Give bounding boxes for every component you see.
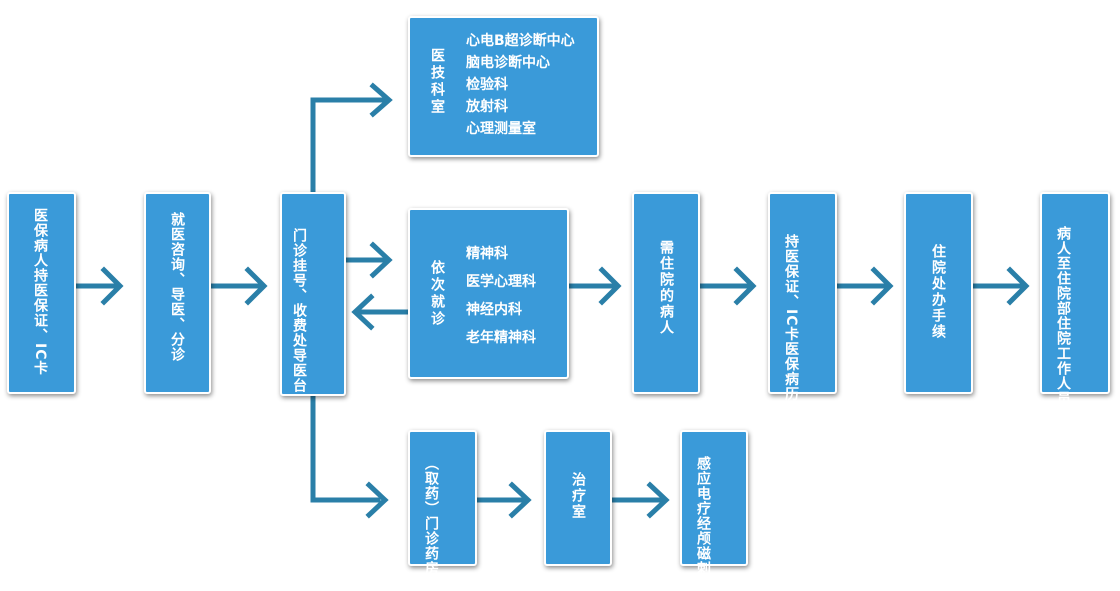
node-treatment-room: 治疗室: [544, 430, 612, 566]
medical-tech-item: 放射科: [466, 99, 508, 115]
arrowhead-pharmacy-to-treat: [508, 481, 532, 519]
arrowhead-n1-to-n2: [100, 266, 124, 306]
arrowhead-visit-to-n3: [351, 293, 375, 331]
node-outpatient-pharmacy: （取药）门诊药房: [408, 430, 477, 576]
arrowhead-treat-to-magnetic: [646, 481, 670, 519]
medical-tech-item: 检验科: [466, 77, 508, 93]
node-outpatient-pharmacy-text: （取药）门诊药房: [423, 456, 439, 576]
node-medical-insurance-patient: 医保病人持医保证、IC卡: [7, 192, 76, 394]
node-consultation-triage: 就医咨询、导医、分诊: [144, 192, 211, 394]
node-admission-office: 住院处办手续: [904, 192, 973, 394]
node-registration-cashier-text: 门诊挂号、收费处导医台: [291, 228, 307, 393]
arrow-n3-to-tech: [310, 97, 387, 195]
node-magnetic-stimulation-text: 感应电疗经颅磁刺激: [695, 456, 711, 591]
visit-department-item: 医学心理科: [466, 274, 536, 290]
node-medical-tech-list: 心电B超诊断中心 脑电诊断中心 检验科 放射科 心理测量室: [466, 30, 575, 140]
node-medical-tech-title: 医技科室: [429, 48, 445, 116]
visit-department-item: 神经内科: [466, 302, 522, 318]
arrowhead-n2-to-n3: [244, 266, 268, 306]
node-ward-admission-text: 病人至住院部住院工作人员及家属送: [1055, 226, 1071, 466]
visit-department-item: 精神科: [466, 246, 508, 262]
medical-tech-item: 脑电诊断中心: [466, 55, 550, 71]
arrowhead-visit-to-n4: [598, 266, 622, 306]
arrowhead-n3-to-pharmacy: [365, 481, 389, 519]
node-treatment-room-text: 治疗室: [570, 472, 586, 520]
arrow-n3-to-pharmacy: [310, 393, 381, 503]
node-magnetic-stimulation: 感应电疗经颅磁刺激: [680, 430, 748, 591]
node-insurance-documents: 持医保证、IC卡医保病历: [768, 192, 837, 402]
arrowhead-n6-to-n7: [1006, 266, 1030, 306]
arrowhead-n5-to-n6: [870, 266, 894, 306]
medical-tech-item: 心电B超诊断中心: [466, 33, 575, 49]
arrowhead-n3-to-visit: [369, 241, 393, 279]
node-registration-cashier: 门诊挂号、收费处导医台: [280, 192, 346, 396]
node-visit-title: 依次就诊: [429, 260, 445, 328]
node-medical-insurance-patient-text: 医保病人持医保证、IC卡: [32, 208, 48, 376]
arrowhead-n3-to-tech: [369, 82, 393, 118]
node-visit-list: 精神科 医学心理科 神经内科 老年精神科: [466, 240, 536, 352]
node-visit-departments: 依次就诊 精神科 医学心理科 神经内科 老年精神科: [408, 208, 569, 379]
node-admission-office-text: 住院处办手续: [930, 244, 946, 340]
node-consultation-triage-text: 就医咨询、导医、分诊: [169, 212, 185, 362]
node-insurance-documents-text: 持医保证、IC卡医保病历: [783, 234, 799, 402]
medical-tech-item: 心理测量室: [466, 121, 536, 137]
node-ward-admission: 病人至住院部住院工作人员及家属送: [1040, 192, 1110, 466]
node-hospitalization-needed-text: 需住院的病人: [658, 240, 674, 336]
node-hospitalization-needed: 需住院的病人: [632, 192, 700, 394]
visit-department-item: 老年精神科: [466, 330, 536, 346]
arrowhead-n4-to-n5: [733, 266, 757, 306]
node-medical-tech-departments: 医技科室 心电B超诊断中心 脑电诊断中心 检验科 放射科 心理测量室: [408, 16, 599, 157]
